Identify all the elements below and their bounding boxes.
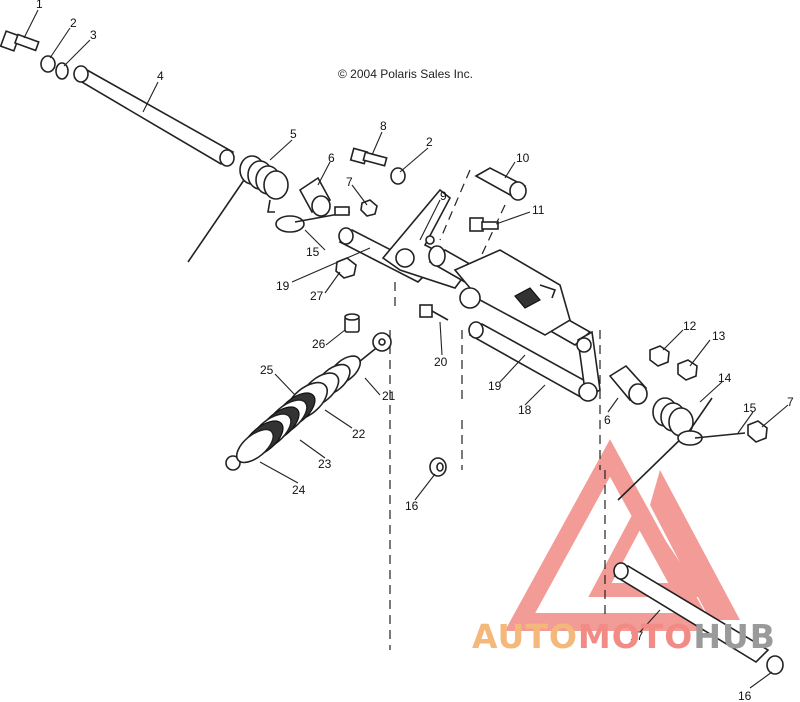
shock-bumper — [235, 392, 316, 464]
bracket-right — [453, 249, 571, 336]
watermark-logo — [504, 439, 740, 631]
nut-13 — [677, 359, 698, 381]
callout-labels: 1 2 3 4 5 6 7 8 2 10 9 11 15 19 27 26 20… — [36, 0, 794, 702]
callout-12: 12 — [683, 319, 697, 333]
watermark-auto: AUTO — [472, 617, 578, 656]
callout-2b: 2 — [426, 135, 433, 149]
torsion-spring-5 — [187, 155, 289, 263]
callout-9: 9 — [440, 189, 447, 203]
callout-11: 11 — [532, 203, 545, 217]
callout-19: 19 — [276, 279, 290, 293]
callout-22: 22 — [352, 427, 366, 441]
copyright-text: © 2004 Polaris Sales Inc. — [338, 67, 473, 81]
callout-14: 14 — [718, 371, 732, 385]
shock-absorber — [225, 332, 392, 471]
callout-27: 27 — [310, 289, 324, 303]
bolt-20 — [419, 304, 449, 321]
dash-line-3 — [599, 330, 606, 620]
callout-4: 4 — [157, 69, 164, 83]
link-15-lower — [677, 430, 746, 446]
callout-18: 18 — [518, 403, 532, 417]
callout-2: 2 — [70, 16, 77, 30]
callout-16b: 16 — [738, 689, 752, 702]
callout-15b: 15 — [743, 401, 757, 415]
callout-15: 15 — [306, 245, 320, 259]
dash-line-1 — [389, 282, 396, 650]
nut-7-upper — [360, 199, 378, 217]
washer-16-right — [766, 655, 784, 675]
leader-lines — [23, 9, 789, 689]
link-15-upper — [275, 206, 351, 233]
callout-5: 5 — [290, 127, 297, 141]
watermark-moto: MOTO — [578, 617, 693, 656]
bushing-10 — [474, 167, 527, 201]
tube-17 — [613, 562, 770, 664]
tube-4 — [73, 65, 235, 167]
washer-3 — [55, 62, 69, 80]
callout-26: 26 — [312, 337, 326, 351]
washer-16-left-hole — [436, 462, 444, 472]
callout-13: 13 — [712, 329, 726, 343]
watermark-triangle-wing — [650, 470, 740, 620]
callout-7: 7 — [346, 175, 353, 189]
nut-12 — [649, 345, 670, 367]
bushing-6-lower — [608, 364, 648, 405]
shaft-18 — [468, 321, 601, 402]
callout-19b: 19 — [488, 379, 502, 393]
callout-20: 20 — [434, 355, 448, 369]
washer-2-right — [390, 167, 406, 185]
callout-1: 1 — [36, 0, 43, 11]
callout-25: 25 — [260, 363, 274, 377]
bolt-11 — [469, 217, 499, 232]
callout-21: 21 — [382, 389, 396, 403]
callout-17: 17 — [630, 629, 644, 643]
bolt-8 — [349, 147, 388, 167]
callout-10: 10 — [516, 151, 530, 165]
callout-3: 3 — [90, 28, 97, 42]
callout-6: 6 — [328, 151, 335, 165]
bushing-26 — [344, 313, 360, 333]
callout-24: 24 — [292, 483, 306, 497]
torsion-spring-14 — [617, 397, 713, 501]
nut-7-lower — [747, 420, 768, 443]
callout-8: 8 — [380, 119, 387, 133]
callout-7b: 7 — [787, 395, 794, 409]
bushing-6-upper — [298, 176, 332, 217]
callout-6b: 6 — [604, 413, 611, 427]
bolt-1 — [0, 30, 40, 52]
watermark-hub: HUB — [693, 617, 776, 656]
washer-2 — [40, 55, 56, 73]
callout-23: 23 — [318, 457, 332, 471]
watermark-text: AUTOMOTOHUB — [472, 617, 776, 656]
callout-16: 16 — [405, 499, 419, 513]
